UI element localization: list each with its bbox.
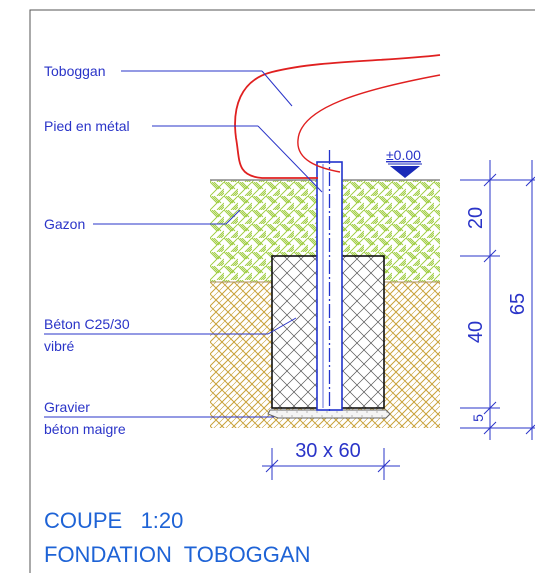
- label-gazon: Gazon: [44, 216, 85, 232]
- leader-toboggan-diag: [261, 70, 293, 107]
- dimension-5: 5: [470, 414, 486, 422]
- dimension-65: 65: [507, 293, 529, 315]
- title-coupe: COUPE 1:20: [44, 508, 183, 533]
- title-fondation: FONDATION TOBOGGAN: [44, 542, 310, 567]
- slide-outline: [234, 54, 441, 179]
- label-beton: Béton C25/30: [44, 316, 130, 332]
- label-gravier: Gravier: [44, 399, 90, 415]
- slide-inner-outline: [297, 74, 441, 173]
- label-beton-maigre: béton maigre: [44, 421, 126, 437]
- label-pied-en-metal: Pied en métal: [44, 118, 130, 134]
- dimension-horizontal: [262, 448, 400, 480]
- gravel-bed: [267, 409, 391, 419]
- dimension-chain-inner: [460, 160, 500, 440]
- dimension-total: [500, 160, 535, 440]
- label-vibre: vibré: [44, 338, 75, 354]
- level-label: ±0.00: [386, 147, 421, 163]
- level-marker-icon: [390, 166, 420, 178]
- dimension-40: 40: [465, 321, 487, 343]
- leader-gazon-diag: [225, 209, 241, 225]
- leader-pied-diag: [257, 125, 323, 193]
- leader-beton-diag: [267, 317, 297, 335]
- dimension-20: 20: [465, 207, 487, 229]
- dimension-30x60: 30 x 60: [295, 440, 361, 462]
- label-toboggan: Toboggan: [44, 63, 106, 79]
- frame-border: [29, 9, 535, 573]
